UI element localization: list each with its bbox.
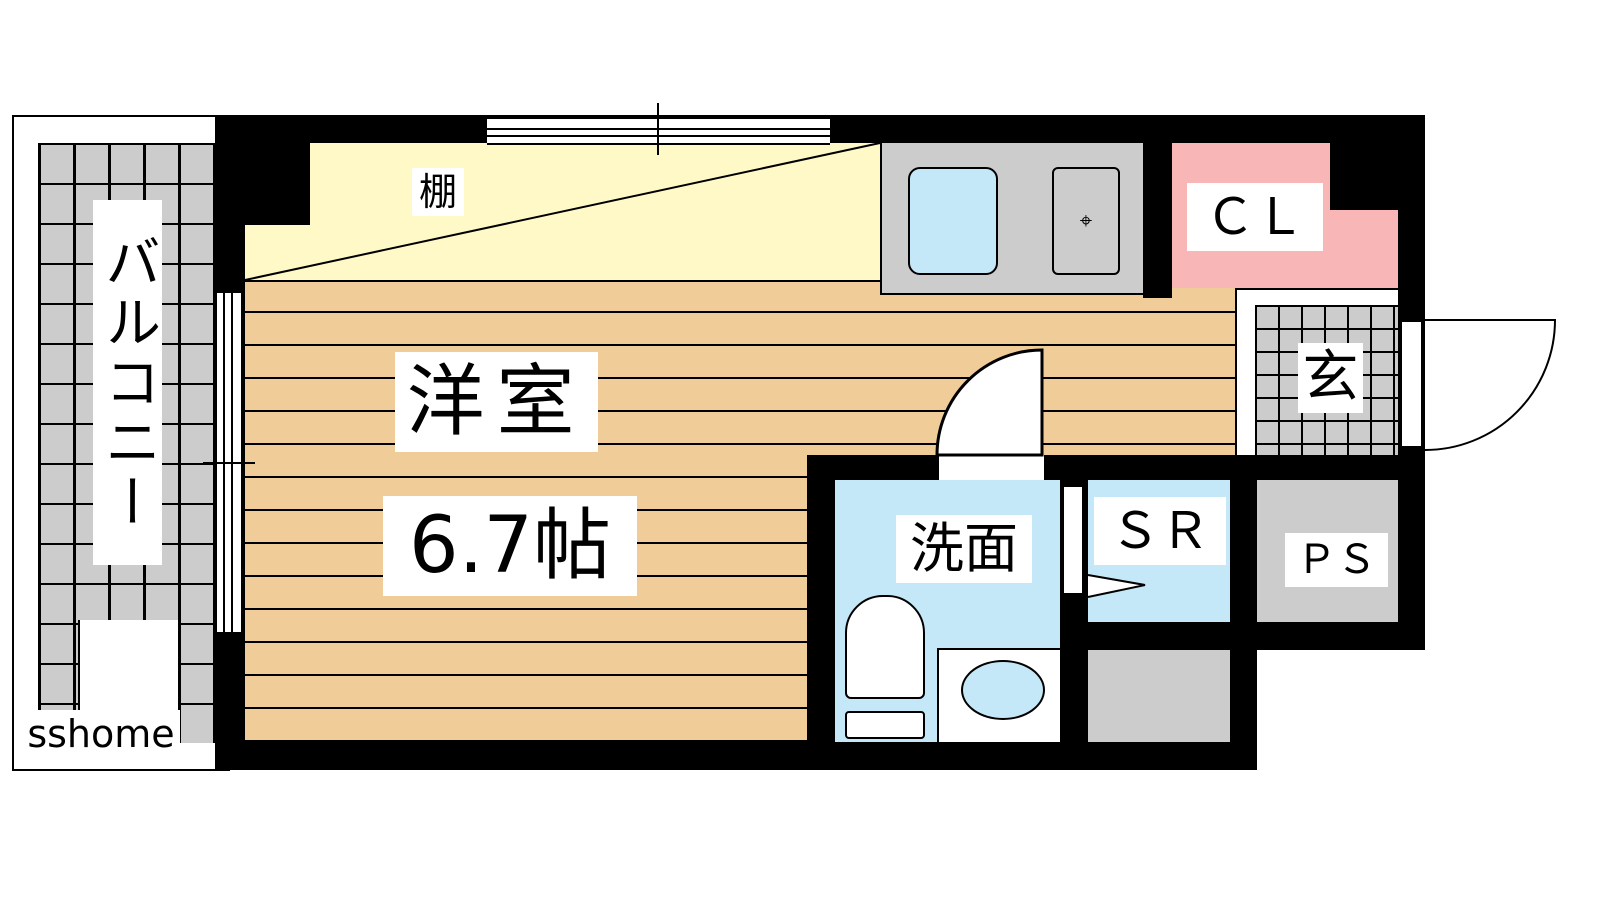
washbasin [937, 648, 1062, 744]
western-room-label: 洋室 [395, 352, 598, 452]
washroom-label: 洗面 [896, 515, 1032, 583]
washroom-door[interactable] [937, 455, 1046, 480]
storage-room-door[interactable] [1062, 485, 1084, 595]
storage-room-label: ＳＲ [1094, 497, 1226, 565]
front-door-opening[interactable] [1400, 320, 1423, 448]
balcony-label: バルコニー [93, 200, 162, 565]
closet-notch [1330, 143, 1398, 210]
sr-door-swing [1087, 574, 1146, 598]
grey-box [1088, 650, 1230, 742]
shelf-diagonal [244, 142, 881, 281]
western-room-size: 6.7帖 [383, 496, 637, 596]
watermark: sshome [22, 710, 180, 758]
front-door-swing [1424, 319, 1557, 451]
basin-icon [961, 660, 1045, 720]
room-door-swing [935, 348, 1044, 457]
closet-label: ＣＬ [1187, 183, 1323, 251]
shelf-label: 棚 [412, 168, 464, 216]
pipe-space-label: ＰＳ [1285, 533, 1388, 587]
toilet-icon [845, 595, 925, 740]
stove-icon: ⌖ [1052, 167, 1120, 275]
sink-icon [908, 167, 998, 275]
wall-notch [245, 143, 310, 225]
entrance-label: 玄 [1298, 343, 1363, 413]
kitchen-pillar [1143, 143, 1172, 298]
